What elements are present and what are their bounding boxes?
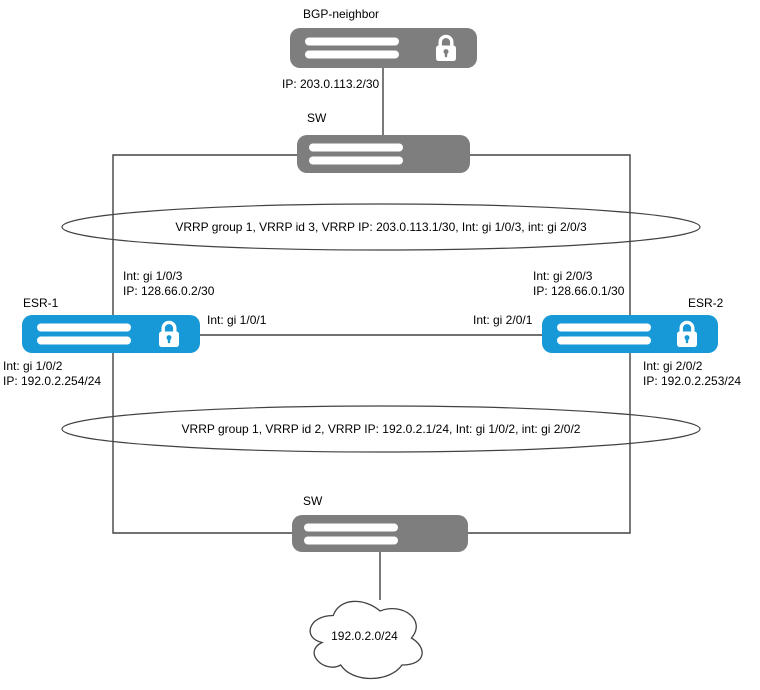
- vrrp-downstream-label: VRRP group 1, VRRP id 2, VRRP IP: 192.0.…: [181, 422, 581, 436]
- esr1-int-link: Int: gi 1/0/1: [207, 313, 267, 327]
- esr1-int-wan: Int: gi 1/0/3: [123, 269, 183, 283]
- vrrp-upstream-ellipse: [61, 203, 701, 251]
- device-panel-bars: [304, 523, 398, 544]
- bgp-neighbor-ip: IP: 203.0.113.2/30: [282, 77, 380, 91]
- sw-bottom-device: [292, 515, 468, 552]
- esr1-device: [22, 315, 200, 353]
- esr1-ip-lan: IP: 192.0.2.254/24: [3, 374, 102, 388]
- lan-cloud-shape: [309, 600, 423, 679]
- device-panel-bars: [37, 323, 131, 345]
- esr1-ip-wan: IP: 128.66.0.2/30: [123, 284, 215, 298]
- esr1-title: ESR-1: [23, 296, 59, 310]
- esr2-int-wan: Int: gi 2/0/3: [533, 269, 593, 283]
- esr1-int-lan: Int: gi 1/0/2: [3, 359, 63, 373]
- bgp-neighbor-device: [290, 28, 477, 68]
- device-panel-bars: [309, 143, 403, 165]
- lan-cloud-label: 192.0.2.0/24: [331, 629, 398, 643]
- vrrp-upstream-label: VRRP group 1, VRRP id 3, VRRP IP: 203.0.…: [175, 220, 587, 234]
- esr2-int-link: Int: gi 2/0/1: [473, 313, 533, 327]
- bgp-neighbor-title: BGP-neighbor: [303, 7, 380, 21]
- lock-icon: [435, 34, 457, 62]
- vrrp-downstream-ellipse: [61, 405, 701, 453]
- esr2-int-lan: Int: gi 2/0/2: [643, 359, 703, 373]
- lock-icon: [158, 320, 180, 348]
- esr2-ip-lan: IP: 192.0.2.253/24: [643, 374, 742, 388]
- esr2-ip-wan: IP: 128.66.0.1/30: [533, 284, 625, 298]
- lock-icon: [676, 320, 698, 348]
- sw-bottom-title: SW: [303, 494, 323, 508]
- device-panel-bars: [557, 323, 651, 345]
- esr2-title: ESR-2: [688, 296, 724, 310]
- device-panel-bars: [305, 37, 399, 59]
- sw-top-device: [297, 135, 470, 173]
- esr2-device: [542, 315, 718, 353]
- sw-top-title: SW: [307, 111, 327, 125]
